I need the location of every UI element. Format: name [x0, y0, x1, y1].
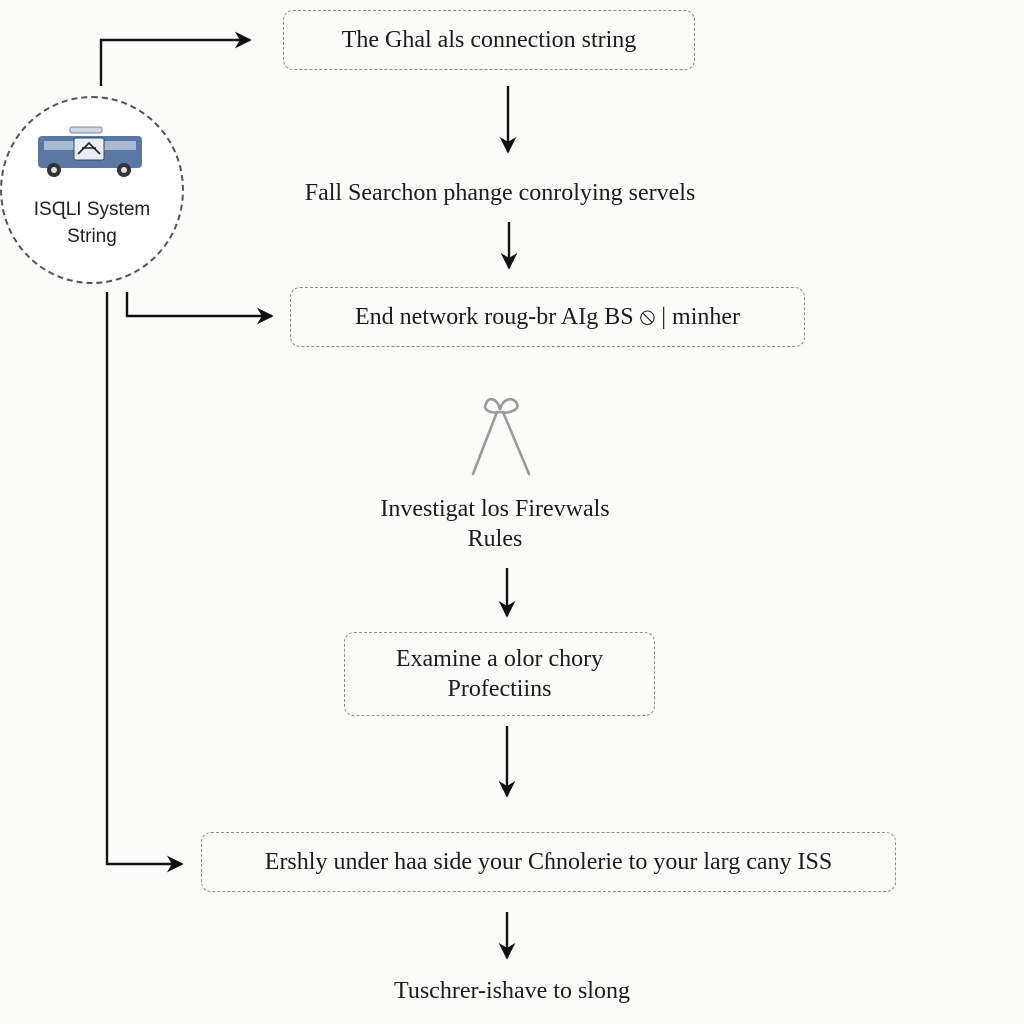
step-7-text: Tuschrer-ishave to slong [300, 976, 724, 1006]
step-4-text: Investigat los Firevwals Rules [330, 494, 660, 554]
branch-icon [471, 397, 531, 476]
origin-label: ISɊLI System String [12, 196, 172, 250]
step-1-box: The Ghal als connection string [283, 10, 695, 70]
step-5-label-line-2: Profectiins [447, 676, 552, 702]
step-4-label-line-1: Investigat los Firevwals [380, 496, 610, 522]
step-2-label: Fall Searchon phange conrolying servels [304, 180, 696, 206]
step-3-box: End network roug-br AIg BS ⦸ | minher [290, 287, 805, 347]
origin-label-line-2: String [67, 226, 117, 247]
step-2-text: Fall Searchon phange conrolying servels [240, 178, 760, 208]
origin-label-line-1: ISɊLI System [33, 199, 151, 220]
step-6-label: Ershly under haa side your Cɦnolerie to … [264, 849, 833, 875]
step-3-label: End network roug-br AIg BS ⦸ | minher [354, 304, 741, 330]
step-6-box: Ershly under haa side your Cɦnolerie to … [201, 832, 896, 892]
step-5-box: Examine a olor chory Profectiins [344, 632, 655, 716]
bus-icon [38, 126, 142, 177]
step-5-label-line-1: Examine a olor chory [395, 646, 604, 672]
step-1-label: The Ghal als connection string [341, 27, 637, 53]
connector-origin-to-step-3 [125, 292, 274, 325]
step-4-label-line-2: Rules [467, 526, 523, 552]
connector-origin-to-step-1 [99, 31, 252, 86]
step-7-label: Tuschrer-ishave to slong [394, 978, 630, 1004]
connector-origin-to-step-6 [105, 292, 184, 873]
